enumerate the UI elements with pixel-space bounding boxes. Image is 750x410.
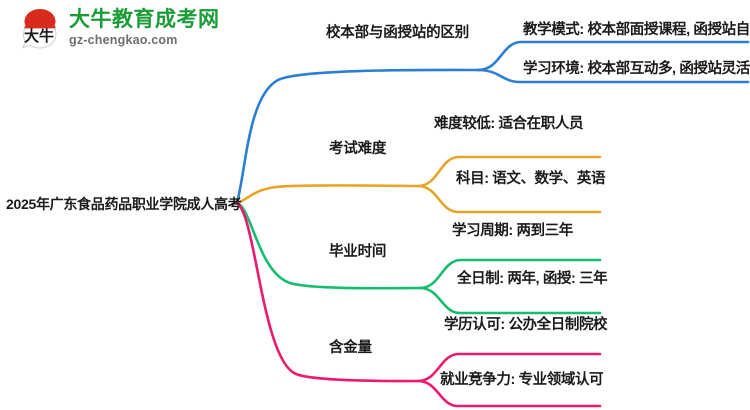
leaf-label-1-1[interactable]: 科目: 语文、数学、英语 [456,171,606,187]
logo-text-group: 大牛教育成考网 gz-chengkao.com [69,9,220,47]
branch-trunk-1 [235,184,420,205]
branch-sub-2-1 [418,286,602,315]
leaf-label-3-0[interactable]: 学历认可: 公办全日制院校 [444,317,608,333]
branch-path-group-0 [235,40,750,205]
branch-sub-1-1 [416,184,602,214]
branch-path-group-1 [235,155,602,214]
site-logo[interactable]: 大牛 大牛教育成考网 gz-chengkao.com [18,6,220,50]
branch-trunk-0 [235,68,480,205]
branch-sub-3-0 [416,352,602,383]
leaf-label-2-1[interactable]: 全日制: 两年, 函授: 三年 [457,271,608,287]
branch-label-2[interactable]: 毕业时间 [329,244,387,260]
branch-sub-0-1 [476,68,750,84]
leaf-label-0-0[interactable]: 教学模式: 校本部面授课程, 函授站自学 [523,22,750,38]
branch-label-1[interactable]: 考试难度 [329,141,387,157]
branch-trunk-3 [235,201,420,383]
branch-sub-0-0 [476,40,750,72]
branch-path-group-3 [235,201,602,408]
svg-text:大牛: 大牛 [24,27,54,45]
branch-trunk-2 [235,201,422,290]
branch-sub-1-0 [416,155,602,188]
logo-site-name: 大牛教育成考网 [69,8,220,32]
branch-sub-3-1 [416,379,602,408]
branch-path-group-2 [235,201,602,315]
leaf-label-0-1[interactable]: 学习环境: 校本部互动多, 函授站灵活 [523,61,750,77]
leaf-label-1-0[interactable]: 难度较低: 适合在职人员 [434,116,584,132]
branch-label-0[interactable]: 校本部与函授站的区别 [326,25,469,41]
branch-label-3[interactable]: 含金量 [329,340,372,356]
mindmap-root-node[interactable]: 2025年广东食品药品职业学院成人高考 [6,196,242,212]
logo-domain: gz-chengkao.com [69,33,178,48]
leaf-label-2-0[interactable]: 学习周期: 两到三年 [452,223,573,239]
leaf-label-3-1[interactable]: 就业竞争力: 专业领域认可 [440,372,604,388]
logo-mark-icon: 大牛 [18,6,62,50]
branch-sub-2-0 [418,258,602,290]
